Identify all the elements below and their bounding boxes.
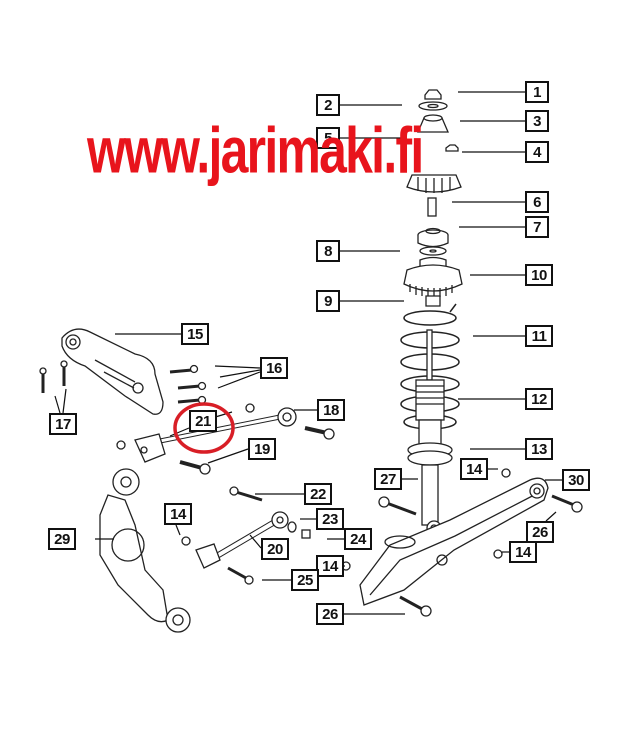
callout-part-22: 22: [304, 483, 332, 505]
callout-part-16: 16: [260, 357, 288, 379]
callout-part-13: 13: [525, 438, 553, 460]
callout-part-15: 15: [181, 323, 209, 345]
knuckle-part: [99, 468, 191, 633]
callout-part-20: 20: [261, 538, 289, 560]
callout-part-12: 12: [525, 388, 553, 410]
callout-part-14: 14: [460, 458, 488, 480]
watermark-text: www.jarimaki.fi: [87, 114, 424, 188]
callout-part-1: 1: [525, 81, 549, 103]
spring-seat-part: [403, 256, 463, 307]
bump-stop-sleeve-part: [427, 197, 437, 217]
callout-part-3: 3: [525, 110, 549, 132]
bolts-17-part: [39, 360, 68, 393]
callout-part-2: 2: [316, 94, 340, 116]
callout-part-24: 24: [344, 528, 372, 550]
arm-bolts-part: [341, 468, 583, 617]
upper-mount-part: [406, 114, 462, 193]
callout-part-29: 29: [48, 528, 76, 550]
callout-part-6: 6: [525, 191, 549, 213]
callout-part-14: 14: [509, 541, 537, 563]
camber-link-part: [181, 486, 311, 585]
upper-control-arm-part: [61, 328, 164, 415]
callout-part-11: 11: [525, 325, 553, 347]
callout-part-17: 17: [49, 413, 77, 435]
lower-control-arm-part: [359, 477, 549, 606]
callout-part-25: 25: [291, 569, 319, 591]
toe-link-part: [116, 403, 335, 475]
callout-part-26: 26: [316, 603, 344, 625]
top-nut-part: [424, 89, 442, 100]
callout-part-21: 21: [189, 410, 217, 432]
callout-part-8: 8: [316, 240, 340, 262]
callout-part-23: 23: [316, 508, 344, 530]
callout-part-30: 30: [562, 469, 590, 491]
callout-part-10: 10: [525, 264, 553, 286]
callout-part-26: 26: [526, 521, 554, 543]
callout-part-14: 14: [164, 503, 192, 525]
bolts-16-part: [169, 364, 207, 405]
isolator-washer-part: [419, 246, 447, 256]
callout-part-7: 7: [525, 216, 549, 238]
callout-part-18: 18: [317, 399, 345, 421]
washer-part: [418, 101, 448, 111]
callout-part-19: 19: [248, 438, 276, 460]
callout-part-14: 14: [316, 555, 344, 577]
callout-part-5: 5: [316, 127, 340, 149]
callout-part-9: 9: [316, 290, 340, 312]
callout-part-27: 27: [374, 468, 402, 490]
callout-part-4: 4: [525, 141, 549, 163]
